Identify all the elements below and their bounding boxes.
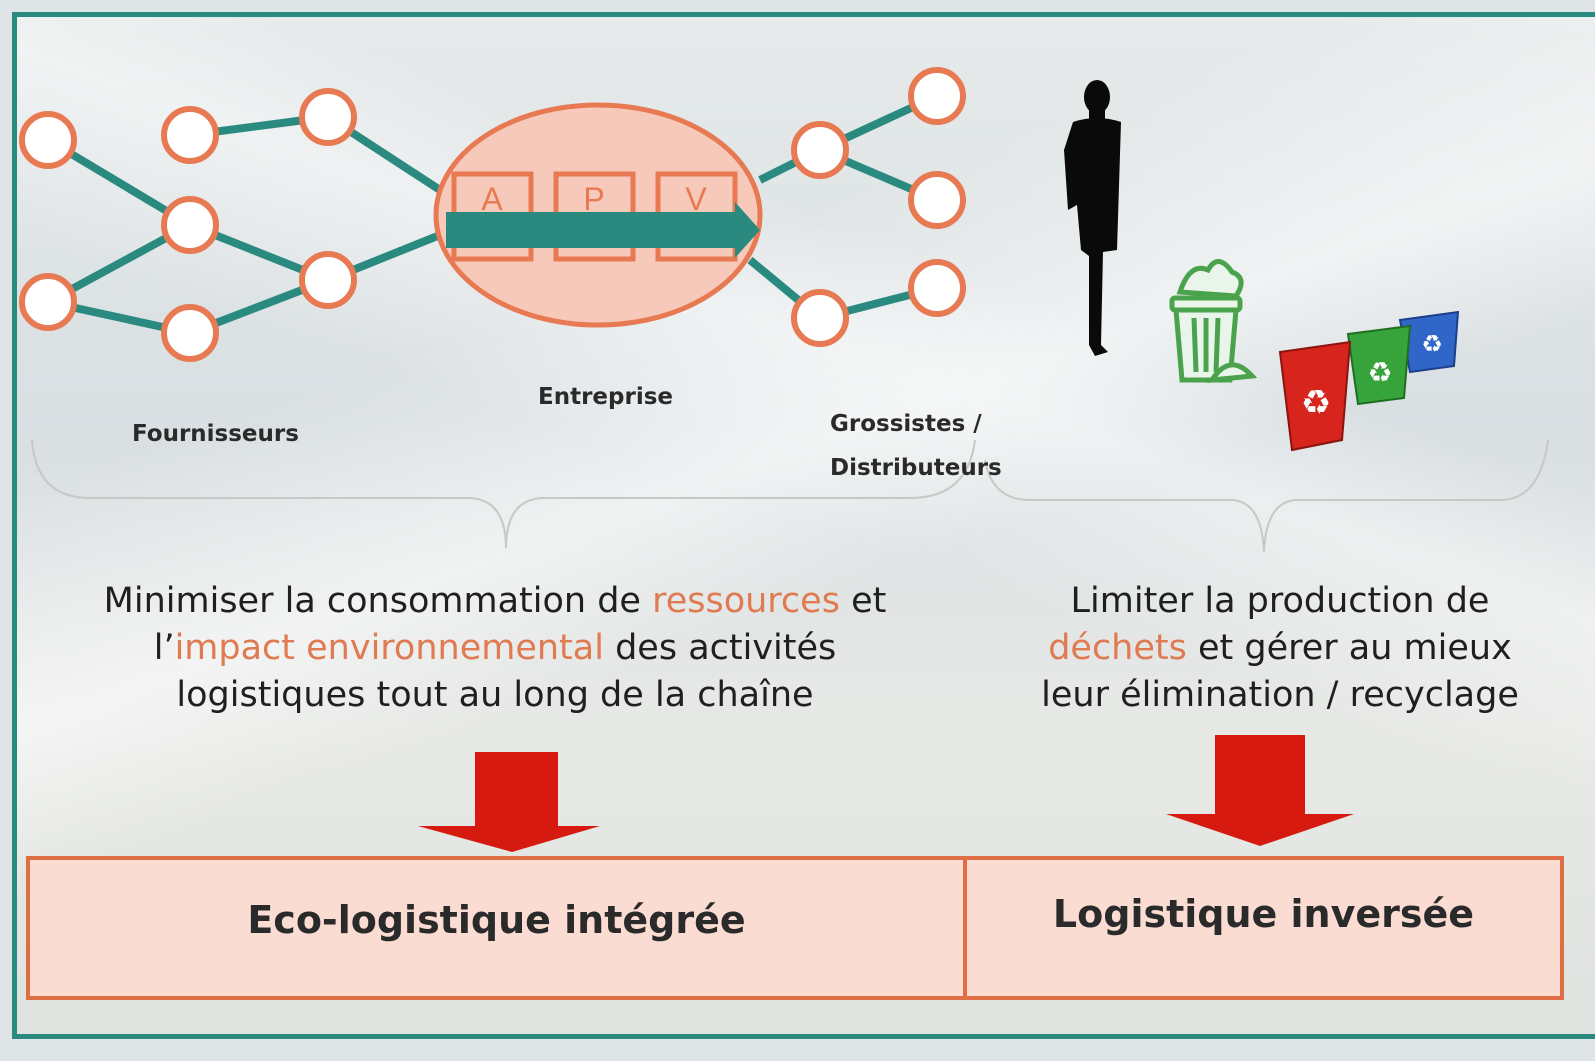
left-text-l2a: l’ xyxy=(153,628,175,668)
network-nodes xyxy=(19,67,966,362)
step-a-label: A xyxy=(481,181,503,217)
grossistes-line2: Distributeurs xyxy=(830,455,1002,481)
eco-logistique-box-bg xyxy=(26,856,967,1000)
right-objective-text: Limiter la production de déchets et gére… xyxy=(1010,578,1550,719)
right-brace xyxy=(984,439,1549,553)
left-objective-text: Minimiser la consommation de ressources … xyxy=(60,578,930,719)
left-text-l2b: des activités xyxy=(603,628,837,668)
right-down-arrow xyxy=(1166,735,1354,846)
left-brace xyxy=(31,439,976,549)
logistique-inversee-box-bg xyxy=(963,856,1564,1000)
trash-can-icon xyxy=(1169,259,1258,384)
dechets-highlight: déchets xyxy=(1048,628,1187,668)
logistique-inversee-label: Logistique inversée xyxy=(1052,892,1475,936)
fournisseurs-label: Fournisseurs xyxy=(132,421,299,447)
impact-highlight: impact environnemental xyxy=(174,628,604,668)
process-flow-arrow xyxy=(446,202,760,258)
person-silhouette-icon xyxy=(1064,80,1121,356)
step-v-label: V xyxy=(685,181,707,217)
right-text-l3: leur élimination / recyclage xyxy=(1041,675,1519,715)
eco-logistique-label: Eco-logistique intégrée xyxy=(247,898,746,942)
left-text-l1a: Minimiser la consommation de xyxy=(103,581,653,621)
left-text-l1b: et xyxy=(839,581,887,621)
svg-text:♻: ♻ xyxy=(1301,383,1331,423)
grossistes-line1: Grossistes / xyxy=(830,411,982,437)
step-p-label: P xyxy=(583,181,604,217)
left-down-arrow xyxy=(418,752,600,852)
recycling-bins-icon: ♻ ♻ ♻ xyxy=(1278,310,1460,452)
svg-text:♻: ♻ xyxy=(1421,330,1443,358)
grossistes-label: Grossistes / Distributeurs xyxy=(830,402,1002,490)
ressources-highlight: ressources xyxy=(652,581,840,621)
right-text-l2b: et gérer au mieux xyxy=(1186,628,1512,668)
left-text-l3: logistiques tout au long de la chaîne xyxy=(176,675,814,715)
right-text-l1: Limiter la production de xyxy=(1070,581,1490,621)
entreprise-label: Entreprise xyxy=(538,384,674,410)
svg-text:♻: ♻ xyxy=(1367,356,1392,389)
